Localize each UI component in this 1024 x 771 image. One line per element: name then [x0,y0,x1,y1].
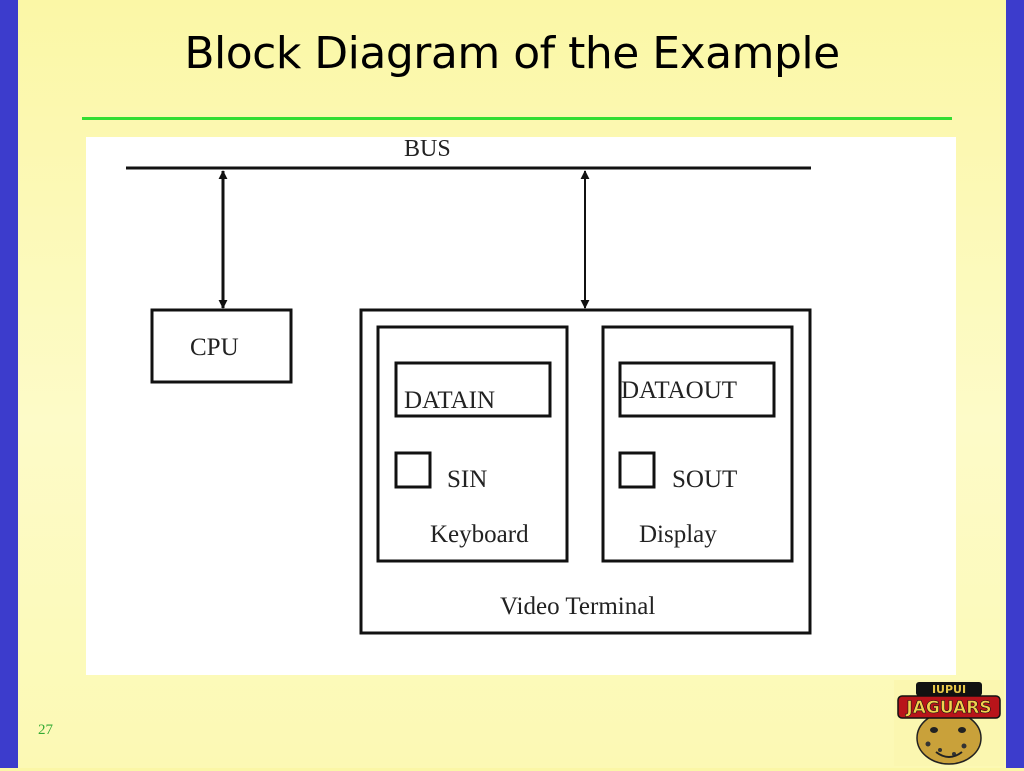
datain-register [394,361,552,418]
title-divider [82,117,952,120]
sout-flag-box [618,451,656,489]
right-accent-bar [1006,0,1024,768]
jaguars-logo: IUPUI JAGUARS [894,680,1004,766]
cpu-label: CPU [190,334,239,361]
slide-title: Block Diagram of the Example [184,28,840,79]
bus-label: BUS [404,137,451,162]
logo-text-top: IUPUI [932,683,966,696]
datain-label: DATAIN [404,387,495,414]
video-terminal-label: Video Terminal [500,593,655,620]
sin-flag-box [394,451,432,489]
page-number: 27 [38,722,53,738]
left-accent-bar [0,0,18,768]
block-diagram: BUS CPU Video Terminal DATAIN SIN Keyboa… [86,136,956,675]
sout-label: SOUT [672,466,737,493]
keyboard-box [376,325,569,563]
cpu-box [150,308,293,384]
dataout-label: DATAOUT [621,377,737,404]
sin-label: SIN [447,466,487,493]
video-terminal-box [359,308,812,635]
display-label: Display [639,521,717,548]
logo-text-main: JAGUARS [905,698,991,718]
display-box [601,325,794,563]
dataout-register [618,361,776,418]
keyboard-label: Keyboard [430,521,529,548]
